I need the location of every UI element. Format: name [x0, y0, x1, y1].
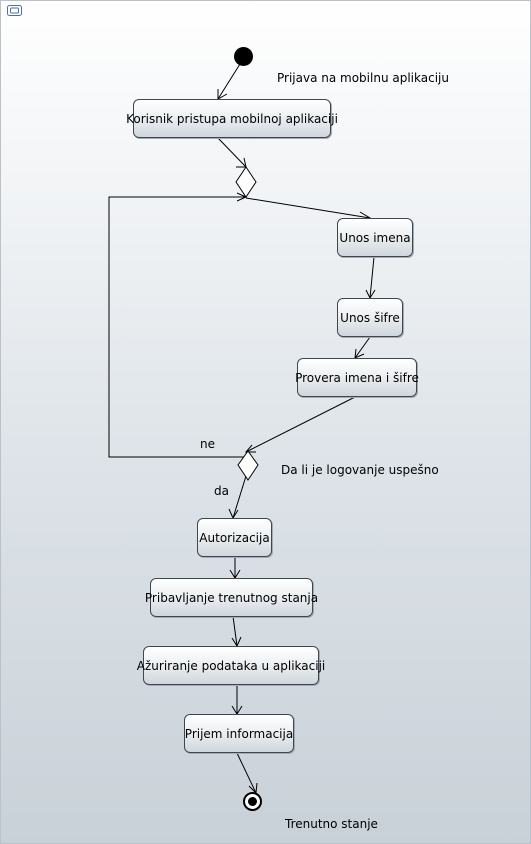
edge-start-access [217, 63, 241, 100]
edge-merge-username [245, 197, 371, 219]
frame-icon [7, 5, 22, 16]
activity-fetch-current-state: Pribavljanje trenutnog stanja [145, 578, 318, 617]
edge-verify-decision [245, 396, 356, 453]
activity-authorization: Autorizacija [197, 518, 272, 557]
activity-enter-username: Unos imena [337, 218, 413, 257]
start-label: Prijava na mobilnu aplikaciju [277, 71, 449, 85]
guard-no-label: ne [200, 437, 215, 451]
edge-loop-back [108, 196, 246, 458]
decision-label: Da li je logovanje uspešno [281, 463, 439, 477]
activity-enter-password: Unos šifre [337, 298, 403, 337]
edge-password-verify [354, 336, 371, 359]
activity-update-app-data: Ažuriranje podataka u aplikaciji [137, 646, 325, 685]
activity-receive-information: Prijem informacija [184, 714, 294, 753]
activity-user-access-app: Korisnik pristupa mobilnoj aplikaciji [126, 99, 338, 138]
activity-verify-credentials: Provera imena i šifre [295, 358, 419, 397]
guard-yes-label: da [214, 484, 229, 498]
final-node [243, 792, 262, 811]
edge-username-password [369, 256, 375, 299]
decision-node [237, 450, 259, 481]
initial-node [234, 47, 253, 66]
edge-decision-auth [232, 475, 247, 519]
end-label: Trenutno stanje [285, 817, 378, 831]
edge-access-merge [217, 137, 247, 168]
edge-receive-end [236, 752, 257, 794]
edge-fetch-update [232, 615, 238, 647]
merge-node [235, 166, 257, 198]
